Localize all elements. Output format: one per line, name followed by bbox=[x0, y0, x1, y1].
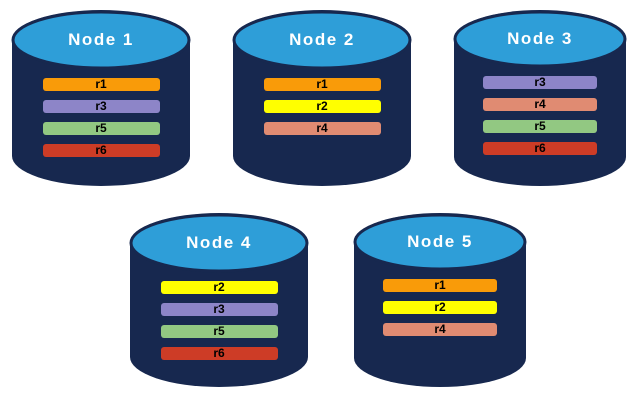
replica-label: r5 bbox=[213, 324, 225, 338]
replica-label: r3 bbox=[534, 75, 546, 89]
cylinder-top-lid bbox=[129, 213, 309, 273]
cylinder-shape bbox=[129, 213, 309, 387]
cylinder-top-lid bbox=[11, 10, 191, 70]
cylinder-shape bbox=[11, 10, 191, 186]
cylinder-shape bbox=[232, 10, 412, 186]
replica-label: r5 bbox=[534, 119, 546, 133]
cylinder-shape bbox=[353, 213, 527, 387]
replica-bar-r5[interactable]: r5 bbox=[42, 121, 160, 135]
replica-label: r6 bbox=[95, 143, 107, 157]
replica-bar-r2[interactable]: r2 bbox=[263, 99, 381, 113]
replica-label: r3 bbox=[95, 99, 107, 113]
replica-bar-list: r1 r2 r4 bbox=[231, 78, 413, 135]
replica-label: r4 bbox=[534, 97, 546, 111]
replica-label: r6 bbox=[534, 141, 546, 155]
replica-label: r4 bbox=[316, 121, 328, 135]
replica-bar-r6[interactable]: r6 bbox=[483, 142, 597, 155]
replica-label: r6 bbox=[213, 346, 225, 360]
replica-bar-r3[interactable]: r3 bbox=[160, 302, 278, 316]
replica-bar-r4[interactable]: r4 bbox=[483, 98, 597, 111]
cylinder-top-lid bbox=[453, 10, 627, 68]
replica-bar-r3[interactable]: r3 bbox=[483, 76, 597, 89]
replica-label: r5 bbox=[95, 121, 107, 135]
replica-label: r2 bbox=[213, 280, 225, 294]
replica-label: r4 bbox=[434, 322, 446, 336]
replica-bar-r5[interactable]: r5 bbox=[160, 324, 278, 338]
replica-label: r2 bbox=[316, 99, 328, 113]
cylinder-top-lid bbox=[353, 213, 527, 271]
replica-label: r2 bbox=[434, 300, 446, 314]
replica-bar-list: r1 r2 r4 bbox=[352, 279, 528, 336]
replica-bar-r1[interactable]: r1 bbox=[42, 77, 160, 91]
replica-bar-r1[interactable]: r1 bbox=[383, 279, 497, 292]
replica-bar-list: r1 r3 r5 r6 bbox=[10, 78, 192, 157]
replica-bar-r3[interactable]: r3 bbox=[42, 99, 160, 113]
replica-bar-r2[interactable]: r2 bbox=[160, 280, 278, 294]
replica-bar-list: r2 r3 r5 r6 bbox=[128, 281, 310, 360]
replica-bar-r6[interactable]: r6 bbox=[160, 346, 278, 360]
replica-bar-r2[interactable]: r2 bbox=[383, 301, 497, 314]
replica-bar-r6[interactable]: r6 bbox=[42, 143, 160, 157]
replica-bar-r4[interactable]: r4 bbox=[263, 121, 381, 135]
replica-bar-list: r3 r4 r5 r6 bbox=[452, 76, 628, 155]
replica-label: r1 bbox=[434, 278, 446, 292]
cylinder-top-lid bbox=[232, 10, 412, 70]
replica-label: r1 bbox=[316, 77, 328, 91]
replica-label: r1 bbox=[95, 77, 107, 91]
replica-bar-r4[interactable]: r4 bbox=[383, 323, 497, 336]
replica-label: r3 bbox=[213, 302, 225, 316]
replica-bar-r1[interactable]: r1 bbox=[263, 77, 381, 91]
replica-bar-r5[interactable]: r5 bbox=[483, 120, 597, 133]
